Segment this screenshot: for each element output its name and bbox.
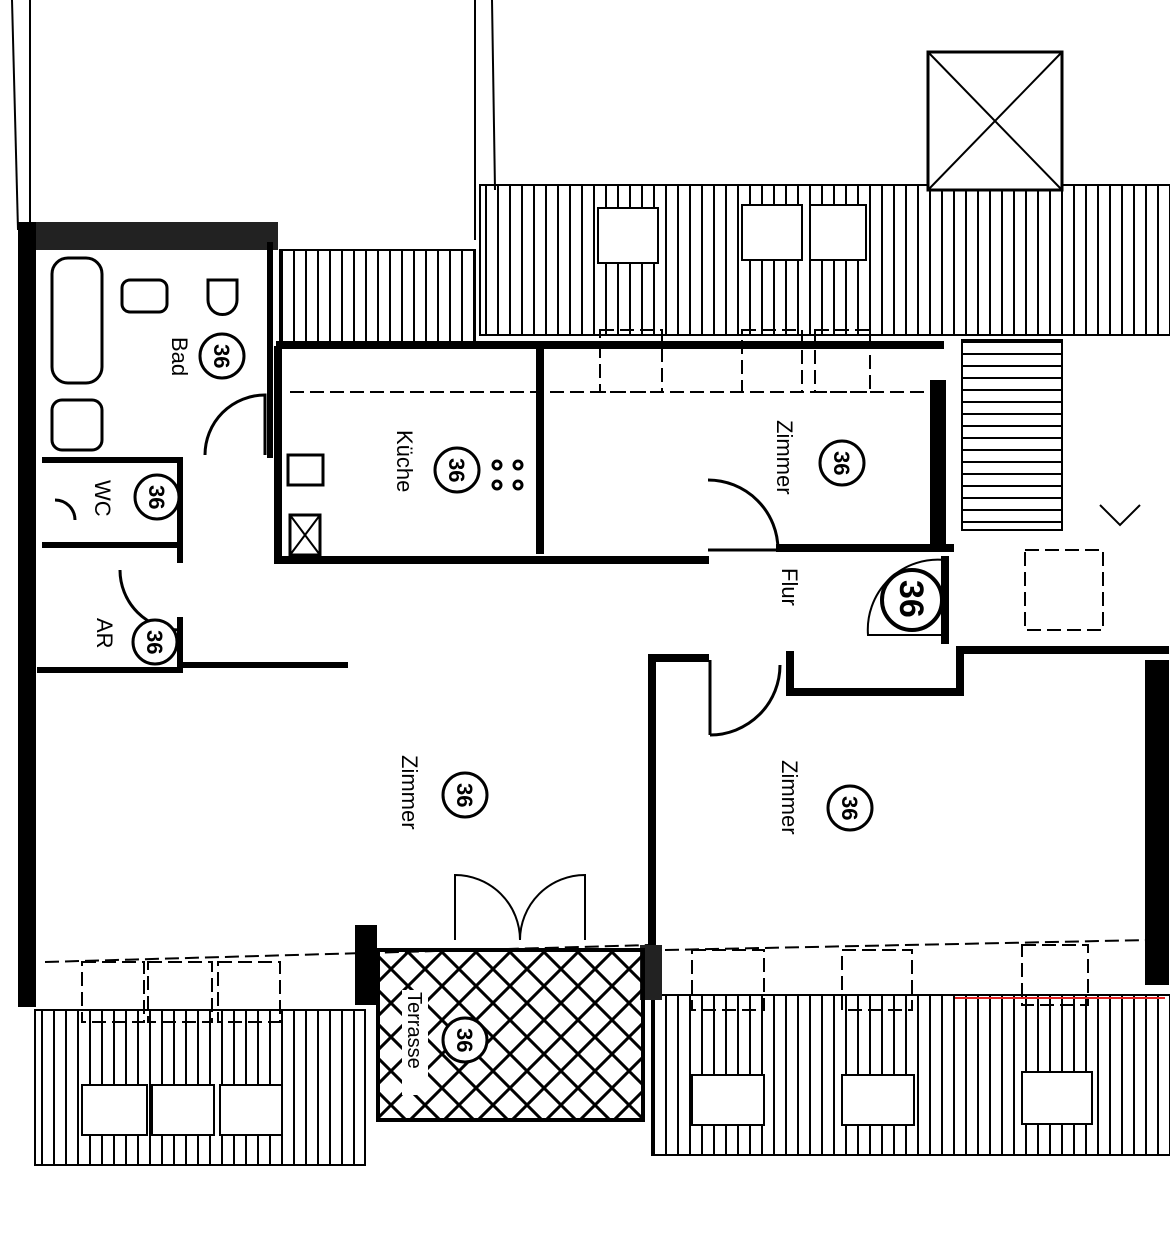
room-terrasse: Terrasse 36 [402, 990, 489, 1095]
room-number: 36 [829, 451, 854, 475]
room-kueche: Küche 36 [392, 430, 481, 494]
room-label: Küche [392, 430, 417, 492]
room-labels: Bad 36 Küche 36 WC 36 AR 36 Zimmer 36 Fl… [90, 332, 944, 1095]
room-number: 36 [452, 1028, 477, 1052]
walls [18, 222, 1169, 1007]
room-number: 36 [892, 580, 930, 618]
room-number: 36 [837, 796, 862, 820]
room-zimmer-right: Zimmer 36 [777, 760, 874, 835]
room-number: 36 [452, 783, 477, 807]
room-label: Bad [167, 337, 192, 376]
room-number: 36 [209, 344, 234, 368]
skylight-icon [926, 50, 1064, 192]
room-ar: AR 36 [92, 618, 179, 666]
room-zimmer-top: Zimmer 36 [772, 420, 866, 495]
room-number: 36 [444, 458, 469, 482]
room-label: Terrasse [403, 992, 425, 1069]
balcony-hatching [34, 184, 1170, 1166]
room-label: Zimmer [397, 755, 422, 830]
room-label: AR [92, 618, 117, 649]
room-label: WC [90, 480, 115, 517]
room-label: Zimmer [772, 420, 797, 495]
fixtures [50, 256, 1141, 941]
dashed-lines [44, 329, 1151, 1023]
room-bad: Bad 36 [167, 332, 246, 380]
room-label: Flur [777, 568, 802, 606]
room-flur: Flur 36 [777, 568, 944, 632]
room-zimmer-left: Zimmer 36 [397, 755, 489, 830]
site-lines [11, 0, 496, 240]
room-number-badge [198, 332, 246, 380]
room-label: Zimmer [777, 760, 802, 835]
room-number: 36 [144, 485, 169, 509]
room-number: 36 [142, 630, 167, 654]
room-wc: WC 36 [90, 473, 181, 521]
